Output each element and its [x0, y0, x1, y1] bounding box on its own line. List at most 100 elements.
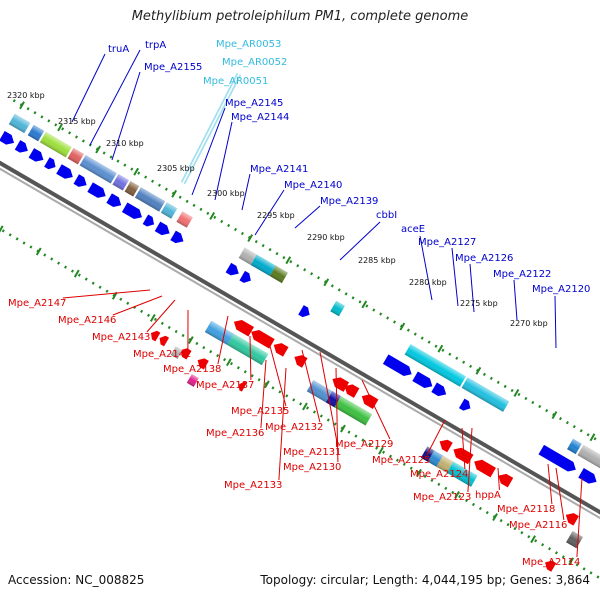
reverse-gene-box	[436, 455, 454, 473]
forward-gene-box	[269, 265, 288, 284]
ring-tick	[149, 313, 156, 322]
reverse-gene-label: Mpe_A2138	[163, 364, 221, 375]
forward-gene-arrow	[170, 230, 184, 244]
ring-tick	[416, 468, 422, 477]
forward-gene-arrow	[225, 262, 239, 276]
forward-gene-label: Mpe_A2139	[320, 196, 378, 207]
reverse-gene-leader	[260, 359, 267, 429]
forward-gene-arrow-shape	[239, 270, 251, 283]
forward-gene-arrow-shape	[0, 131, 15, 145]
forward-gene-box-shine	[112, 174, 129, 191]
reverse-gene-label: Mpe_A2136	[206, 428, 264, 439]
forward-gene-arrow	[44, 157, 56, 170]
ring-tick	[95, 145, 101, 154]
ring-tick	[226, 358, 232, 367]
forward-gene-arrow-shape	[225, 262, 239, 276]
forward-gene-label: Mpe_A2155	[144, 62, 202, 73]
reverse-gene-leader	[278, 367, 287, 481]
ring-tick	[302, 402, 308, 411]
position-label: 2285 kbp	[358, 256, 396, 265]
forward-gene-arrow-shape	[73, 174, 87, 187]
forward-gene-box	[461, 377, 510, 412]
forward-gene-label: Mpe_A2122	[493, 269, 551, 280]
rna-gene-label: Mpe_AR0051	[203, 76, 268, 87]
reverse-gene-leader	[249, 335, 252, 381]
forward-gene-box-shine	[134, 187, 166, 212]
position-label: 2275 kbp	[460, 299, 498, 308]
reverse-gene-arrow-shape	[233, 319, 254, 337]
reverse-gene-label: Mpe_A2142	[133, 349, 191, 360]
forward-gene-leader	[241, 173, 251, 211]
forward-gene-box-shine	[461, 377, 510, 412]
forward-gene-box	[238, 247, 257, 265]
reverse-gene-box	[306, 380, 333, 403]
reverse-gene-label: Mpe_A2129	[335, 439, 393, 450]
ring-tick	[568, 557, 575, 566]
position-label: 2320 kbp	[7, 91, 45, 100]
ring-tick	[264, 380, 270, 389]
rna-gene-label: Mpe_AR0052	[222, 57, 287, 68]
reverse-gene-arrow-shape	[344, 384, 360, 398]
forward-gene-box-shine	[404, 344, 466, 387]
reverse-gene-arrow-shape	[150, 330, 161, 342]
forward-gene-box	[330, 300, 345, 317]
reverse-gene-leader	[461, 427, 466, 470]
position-label: 2300 kbp	[207, 189, 245, 198]
reverse-gene-leader	[555, 467, 565, 521]
forward-gene-arrow	[538, 444, 576, 472]
reverse-gene-arrow	[453, 447, 474, 465]
reverse-gene-label: Mpe_A2143	[92, 332, 150, 343]
reverse-gene-leader	[426, 419, 446, 456]
reverse-gene-arrow	[150, 330, 161, 342]
reverse-gene-leader	[146, 299, 176, 333]
ring-tick	[513, 389, 520, 397]
forward-gene-box	[404, 344, 466, 387]
forward-gene-arrow	[578, 468, 597, 484]
reverse-gene-arrow	[498, 473, 514, 488]
ring-tick	[19, 101, 25, 110]
ring-tick	[187, 336, 194, 344]
forward-gene-label: aceE	[401, 224, 425, 235]
ring-tick	[551, 411, 558, 420]
ring-tick	[492, 513, 498, 522]
forward-gene-box-shine	[567, 438, 582, 455]
forward-gene-leader	[419, 235, 433, 301]
ring-layer	[0, 99, 600, 580]
reverse-gene-box-shine	[334, 396, 373, 426]
forward-gene-arrow-shape	[578, 468, 597, 484]
forward-gene-leader	[469, 263, 475, 313]
rna-gene-label: Mpe_AR0053	[216, 39, 281, 50]
forward-gene-arrow	[87, 182, 106, 198]
reverse-gene-label: hppA	[475, 490, 501, 501]
forward-gene-arrow	[73, 174, 87, 187]
forward-gene-arrow	[14, 140, 28, 153]
forward-gene-leader	[191, 107, 226, 196]
outer-tick-ring	[12, 99, 600, 444]
forward-gene-box-shine	[176, 211, 193, 228]
forward-gene-leader	[111, 71, 141, 161]
forward-gene-label: Mpe_A2141	[250, 164, 308, 175]
reverse-gene-arrow	[233, 319, 254, 337]
ring-tick	[589, 433, 596, 442]
reverse-gene-label: Mpe_A2116	[509, 520, 567, 531]
reverse-gene-arrow	[344, 384, 360, 398]
forward-gene-label: Mpe_A2140	[284, 180, 342, 191]
reverse-gene-label: Mpe_A2114	[522, 557, 580, 568]
reverse-gene-box-shine	[566, 530, 583, 549]
ring-tick	[133, 167, 140, 176]
forward-gene-arrow	[28, 148, 44, 162]
position-label: 2295 kbp	[257, 211, 295, 220]
forward-gene-box	[79, 154, 117, 184]
forward-gene-box-shine	[330, 300, 345, 317]
forward-gene-arrow-shape	[431, 382, 447, 397]
position-label: 2290 kbp	[307, 233, 345, 242]
forward-gene-box	[27, 124, 45, 142]
forward-gene-arrow	[106, 193, 122, 207]
forward-gene-leader	[451, 247, 459, 307]
reverse-gene-box	[566, 530, 583, 549]
forward-gene-leader	[254, 189, 285, 236]
forward-gene-box-shine	[160, 202, 178, 219]
reverse-gene-label: Mpe_A2135	[231, 406, 289, 417]
